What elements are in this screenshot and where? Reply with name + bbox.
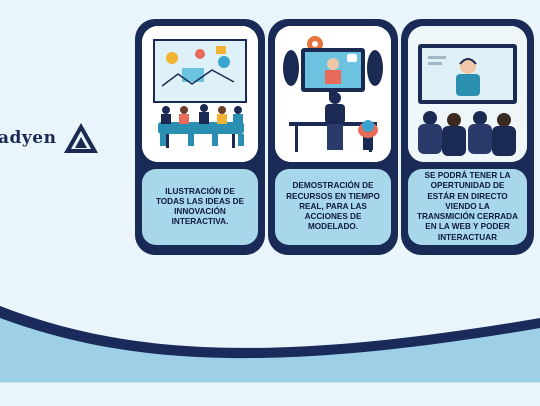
mountain-logo-icon: [64, 123, 99, 153]
meeting-room-illustration: [142, 26, 258, 162]
brand-logo: adyen: [0, 118, 100, 158]
feature-card-2: DEMOSTRACIÓN DE RECURSOS EN TIEMPO REAL,…: [268, 19, 398, 255]
feature-card-3-text: SE PODRÁ TENER LA OPERTUNIDAD DE ESTÁR E…: [408, 169, 527, 245]
feature-cards: ILUSTRACIÓN DE TODAS LAS IDEAS DE INNOVA…: [135, 19, 534, 255]
wave-decoration: [0, 306, 540, 390]
feature-card-2-text: DEMOSTRACIÓN DE RECURSOS EN TIEMPO REAL,…: [275, 169, 391, 245]
feature-card-1-text: ILUSTRACIÓN DE TODAS LAS IDEAS DE INNOVA…: [142, 169, 258, 245]
video-call-desk-illustration: [275, 26, 391, 162]
brand-name: adyen: [0, 128, 57, 148]
feature-card-1: ILUSTRACIÓN DE TODAS LAS IDEAS DE INNOVA…: [135, 19, 265, 255]
footer-strip: [0, 382, 540, 406]
audience-webinar-illustration: [408, 26, 527, 162]
feature-card-3: SE PODRÁ TENER LA OPERTUNIDAD DE ESTÁR E…: [401, 19, 534, 255]
